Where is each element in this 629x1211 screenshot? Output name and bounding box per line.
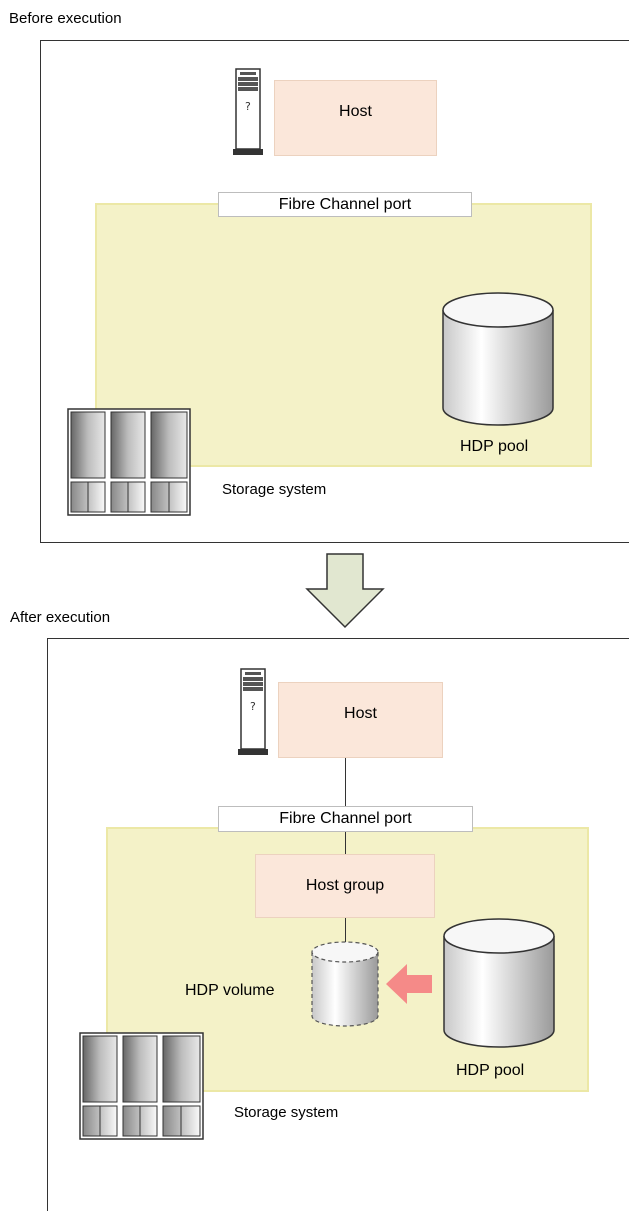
dashed-cylinder-icon	[311, 941, 379, 1027]
before-storage-label: Storage system	[222, 481, 327, 498]
volume-label: HDP volume	[185, 982, 275, 999]
before-title: Before execution	[9, 10, 122, 27]
svg-text:?: ?	[250, 700, 256, 713]
after-fibre-channel-port: Fibre Channel port	[218, 806, 473, 832]
after-host-label: Host	[344, 705, 377, 722]
group-to-volume-connector	[345, 918, 346, 942]
before-host-label: Host	[339, 103, 372, 120]
after-port-label: Fibre Channel port	[279, 810, 412, 827]
after-host-box: Host	[278, 682, 443, 758]
left-arrow-icon	[386, 964, 432, 1004]
host-group-box: Host group	[255, 854, 435, 918]
storage-rack-icon	[67, 408, 191, 516]
server-tower-icon: ?	[233, 68, 263, 155]
after-pool-label: HDP pool	[456, 1062, 525, 1079]
down-arrow-icon	[305, 553, 385, 629]
before-pool-label: HDP pool	[460, 438, 529, 455]
svg-text:?: ?	[245, 100, 251, 113]
before-host-box: Host	[274, 80, 437, 156]
storage-rack-icon	[79, 1032, 204, 1140]
before-fibre-channel-port: Fibre Channel port	[218, 192, 472, 217]
after-title: After execution	[10, 609, 111, 626]
host-to-port-connector	[345, 758, 346, 808]
before-port-label: Fibre Channel port	[278, 195, 412, 213]
server-tower-icon: ?	[238, 668, 268, 755]
cylinder-icon	[442, 292, 554, 426]
host-group-label: Host group	[305, 877, 385, 894]
after-storage-label: Storage system	[234, 1104, 339, 1121]
port-to-group-connector	[345, 832, 346, 854]
cylinder-icon	[443, 918, 555, 1048]
